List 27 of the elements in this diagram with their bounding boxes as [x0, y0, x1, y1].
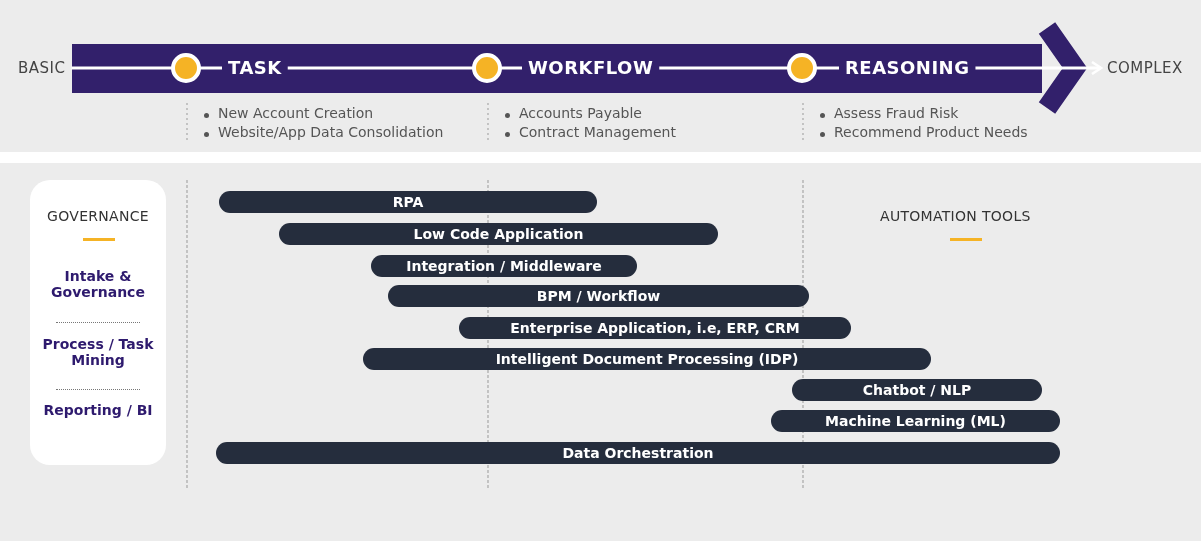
- end-label: BASIC: [18, 59, 66, 77]
- end-label: COMPLEX: [1107, 59, 1183, 77]
- tool-bar: Data Orchestration: [216, 442, 1060, 464]
- bullet-item: Contract Management: [519, 124, 676, 140]
- tool-bar: Enterprise Application, i.e, ERP, CRM: [459, 317, 851, 339]
- tool-bar: Machine Learning (ML): [771, 410, 1060, 432]
- tool-bar: Intelligent Document Processing (IDP): [363, 348, 931, 370]
- bullet-item: Website/App Data Consolidation: [218, 124, 444, 140]
- connector-line: [975, 60, 1103, 76]
- bullet-item: New Account Creation: [218, 105, 374, 121]
- section-heading: AUTOMATION TOOLS: [880, 208, 1031, 224]
- stage-label: TASK: [228, 57, 282, 78]
- panel-heading: GOVERNANCE: [46, 208, 150, 224]
- governance-item: Reporting / BI: [30, 402, 166, 418]
- bullet-item: Recommend Product Needs: [834, 124, 1028, 140]
- tool-bar: Low Code Application: [279, 223, 718, 245]
- tool-bar: Integration / Middleware: [371, 255, 637, 277]
- stage-label: WORKFLOW: [528, 57, 654, 78]
- governance-panel: [30, 180, 166, 465]
- governance-item: Process / Task Mining: [30, 336, 166, 368]
- tool-bar: BPM / Workflow: [388, 285, 809, 307]
- tool-bar: RPA: [219, 191, 597, 213]
- tool-bar: Chatbot / NLP: [792, 379, 1042, 401]
- governance-item: Intake & Governance: [30, 268, 166, 300]
- stage-label: REASONING: [845, 57, 970, 78]
- bullet-item: Accounts Payable: [519, 105, 642, 121]
- bullet-item: Assess Fraud Risk: [834, 105, 959, 121]
